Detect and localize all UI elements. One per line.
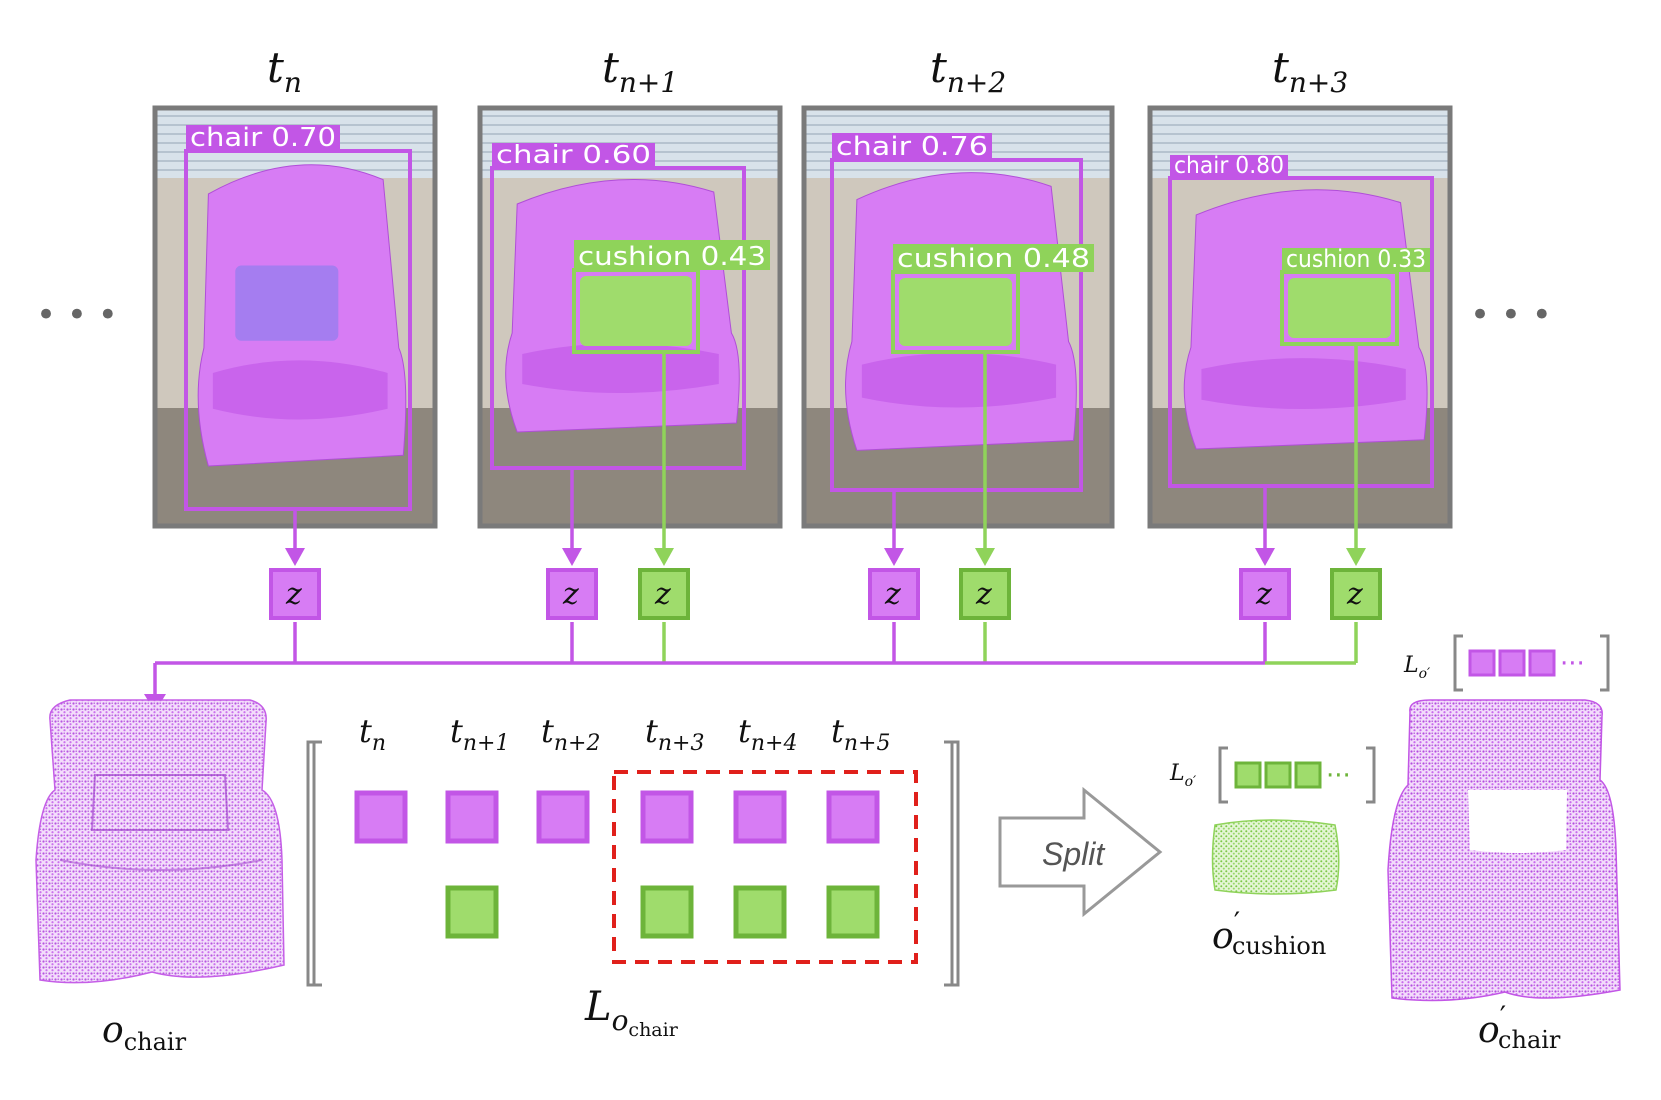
z-node-chair: z bbox=[546, 568, 598, 620]
frame-3: chair 0.80 cushion 0.33 bbox=[1147, 105, 1453, 529]
z-label: z bbox=[1346, 577, 1363, 612]
matrix-chair-cell bbox=[826, 790, 880, 844]
cushion-more-dots: ··· bbox=[1326, 761, 1351, 791]
z-node-cushion: z bbox=[1330, 568, 1382, 620]
arrowhead-3 bbox=[884, 548, 904, 566]
cushion-shape bbox=[235, 265, 339, 341]
matrix bbox=[306, 740, 960, 987]
o-chair-prime-pointcloud bbox=[1387, 699, 1621, 1002]
matrix-col-label-1: tn+1 bbox=[450, 712, 509, 756]
chair-memory: Lo′ ··· bbox=[1403, 634, 1610, 692]
split-arrow: Split bbox=[998, 786, 1163, 918]
z-label: z bbox=[654, 577, 671, 612]
z-node-cushion: z bbox=[959, 568, 1011, 620]
cushion-detection-label: cushion 0.43 bbox=[578, 242, 766, 272]
cushion-shape bbox=[580, 276, 692, 346]
chair-tag bbox=[832, 133, 992, 160]
chair-detection-label: chair 0.60 bbox=[496, 140, 651, 169]
cushion-memory-label: Lo′ bbox=[1169, 761, 1197, 790]
matrix-cushion-cell bbox=[826, 885, 880, 939]
arrowhead-0 bbox=[285, 548, 305, 566]
z-label: z bbox=[562, 577, 579, 612]
chair-tag bbox=[492, 143, 655, 168]
arrowhead-1 bbox=[562, 548, 582, 566]
frame-1: chair 0.60 cushion 0.43 bbox=[477, 105, 783, 529]
frame-0: chair 0.70 bbox=[152, 105, 438, 529]
matrix-chair-cell bbox=[445, 790, 499, 844]
o-cushion-label: o′cushion bbox=[1212, 906, 1326, 960]
arrowhead-2 bbox=[654, 548, 674, 566]
matrix-col-label-4: tn+4 bbox=[738, 712, 797, 756]
chair-more-dots: ··· bbox=[1560, 649, 1585, 679]
cushion-shape bbox=[899, 278, 1012, 346]
cushion-detection-label: cushion 0.33 bbox=[1286, 245, 1426, 273]
z-label: z bbox=[975, 577, 992, 612]
time-label-0: tn bbox=[267, 43, 302, 99]
matrix-col-label-5: tn+5 bbox=[831, 712, 890, 756]
frame-2: chair 0.76 cushion 0.48 bbox=[801, 105, 1115, 529]
matrix-chair-cell bbox=[640, 790, 694, 844]
z-node-chair: z bbox=[269, 568, 321, 620]
arrowhead-4 bbox=[975, 548, 995, 566]
cushion-detection-label: cushion 0.48 bbox=[897, 244, 1090, 274]
o-chair-label: ochair bbox=[102, 1010, 187, 1056]
time-label-3: tn+3 bbox=[1272, 43, 1348, 99]
chair-bbox bbox=[1168, 176, 1434, 488]
o-cushion-pointcloud bbox=[1211, 819, 1340, 895]
chair-detection-label: chair 0.70 bbox=[190, 123, 336, 153]
ellipsis-right: • • • bbox=[1470, 295, 1552, 335]
time-label-2: tn+2 bbox=[930, 43, 1006, 99]
cushion-tag bbox=[893, 244, 1094, 272]
chair-detection-label: chair 0.76 bbox=[836, 132, 988, 162]
cushion-shape bbox=[1288, 278, 1391, 338]
arrowhead-6 bbox=[1346, 548, 1366, 566]
arrowhead-5 bbox=[1255, 548, 1275, 566]
matrix-chair-cell bbox=[354, 790, 408, 844]
z-label: z bbox=[285, 577, 302, 612]
cushion-tag bbox=[574, 240, 770, 270]
z-label: z bbox=[1255, 577, 1272, 612]
z-node-chair: z bbox=[1239, 568, 1291, 620]
time-label-1: tn+1 bbox=[602, 43, 678, 99]
matrix-chair-cell bbox=[536, 790, 590, 844]
cushion-tag bbox=[1282, 248, 1430, 272]
matrix-col-label-0: tn bbox=[359, 712, 386, 756]
temporal-window-box bbox=[612, 770, 918, 964]
matrix-cushion-cell bbox=[445, 885, 499, 939]
z-node-chair: z bbox=[868, 568, 920, 620]
z-label: z bbox=[884, 577, 901, 612]
o-chair-prime-label: o′chair bbox=[1478, 1000, 1561, 1054]
matrix-cushion-cell bbox=[733, 885, 787, 939]
chair-detection-label: chair 0.80 bbox=[1174, 153, 1284, 179]
matrix-label: Lochair bbox=[584, 984, 679, 1041]
matrix-col-label-2: tn+2 bbox=[541, 712, 600, 756]
ellipsis-left: • • • bbox=[36, 295, 118, 335]
frame-border bbox=[477, 105, 783, 529]
cushion-memory: Lo′ ··· bbox=[1169, 746, 1376, 804]
z-node-cushion: z bbox=[638, 568, 690, 620]
chair-memory-label: Lo′ bbox=[1403, 653, 1431, 682]
matrix-col-label-3: tn+3 bbox=[645, 712, 704, 756]
matrix-chair-cell bbox=[733, 790, 787, 844]
split-label: Split bbox=[1042, 836, 1105, 872]
chair-tag bbox=[186, 125, 340, 151]
frame-border bbox=[1147, 105, 1453, 529]
o-chair-pointcloud bbox=[35, 699, 285, 984]
chair-tag bbox=[1170, 155, 1288, 178]
matrix-cushion-cell bbox=[640, 885, 694, 939]
frame-border bbox=[801, 105, 1115, 529]
